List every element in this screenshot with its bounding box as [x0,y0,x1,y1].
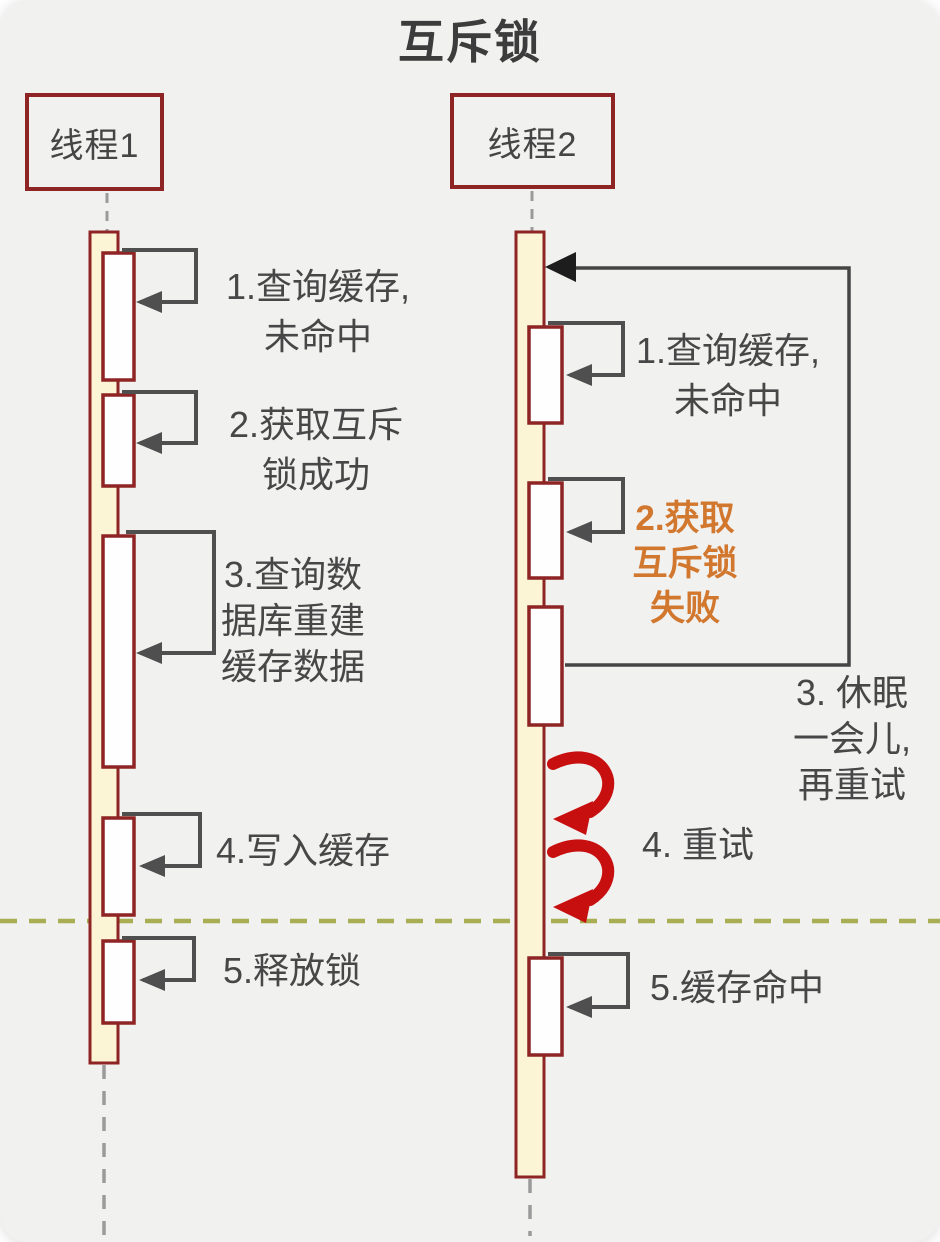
thread1-step4-arrowhead-icon [139,855,165,877]
thread2-step1-activation [527,325,564,425]
thread1-step3-label: 3.查询数 据库重建 缓存数据 [220,554,365,687]
thread1-step2-selfloop-icon [122,390,198,445]
thread2-step4-label: 4. 重试 [641,824,755,865]
thread1-step1-selfloop-icon [122,248,198,304]
thread2-step3-label: 3. 休眠 一会儿, 再重试 [792,672,911,805]
thread1-step1-activation [101,251,136,382]
thread1-lifeline-bar [88,230,120,1065]
thread1-step2-arrowhead-icon [136,432,162,454]
thread1-step4-label: 4.写入缓存 [215,830,391,871]
diagram-title: 互斥锁 [398,16,542,68]
thread2-step5-activation [527,956,564,1057]
thread1-step1-arrowhead-icon [136,291,162,313]
thread1-step2-activation [101,393,136,488]
thread2-step5-label: 5.缓存命中 [649,967,825,1008]
thread2-step1-label: 1.查询缓存, 未命中 [635,330,821,421]
thread2-step3-activation [527,605,564,727]
thread2-step1-arrowhead-icon [566,364,592,386]
thread2-step2-activation [527,481,564,580]
thread1-step1-label: 1.查询缓存, 未命中 [225,266,411,357]
thread2-lifeline-bar [514,230,546,1179]
thread1-step4-activation [101,816,136,917]
thread1-step5-arrowhead-icon [139,969,165,991]
thread1-step3-arrowhead-icon [136,642,162,664]
thread2-label: 线程2 [487,125,578,164]
thread1-step5-label: 5.释放锁 [222,950,362,991]
thread1-box: 线程1 [25,93,164,191]
thread2-step5-arrowhead-icon [566,996,592,1018]
thread1-step5-activation [101,939,136,1025]
thread2-step2-label: 2.获取 互斥锁 失败 [632,499,738,628]
thread2-box: 线程2 [450,93,615,189]
thread1-step3-activation [101,534,136,769]
thread2-step5-selfloop-icon [548,952,630,1009]
sleep-retry-arrowhead-icon [545,252,576,282]
thread1-step2-label: 2.获取互斥 锁成功 [228,404,404,495]
thread1-label: 线程1 [49,126,140,165]
